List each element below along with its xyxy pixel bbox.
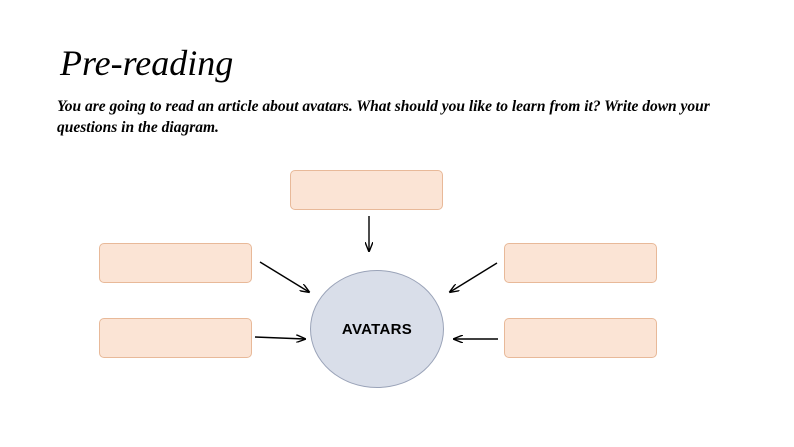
arrow-lower-left xyxy=(254,337,305,339)
center-topic-label: AVATARS xyxy=(341,320,413,338)
question-box-lower-left[interactable] xyxy=(99,318,252,358)
page-title: Pre-reading xyxy=(60,43,234,83)
center-topic-circle: AVATARS xyxy=(310,270,444,388)
question-box-top[interactable] xyxy=(290,170,443,210)
arrow-upper-left xyxy=(259,261,309,292)
question-box-upper-right[interactable] xyxy=(504,243,657,283)
arrow-upper-right xyxy=(450,262,498,292)
question-box-upper-left[interactable] xyxy=(99,243,252,283)
instruction-text: You are going to read an article about a… xyxy=(57,98,710,136)
question-box-lower-right[interactable] xyxy=(504,318,657,358)
